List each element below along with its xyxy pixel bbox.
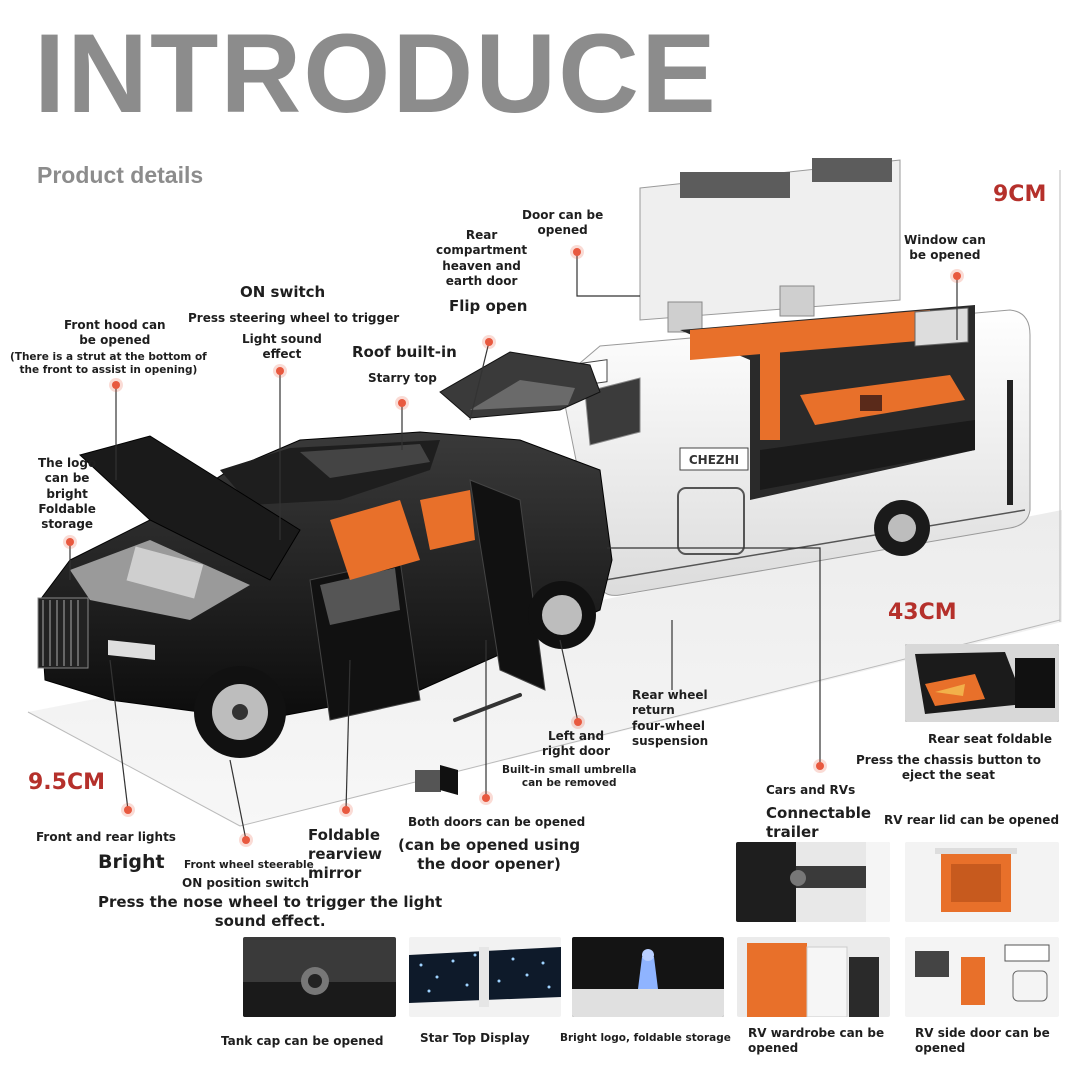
callout-dot — [342, 806, 350, 814]
callout-flip-open: Flip open — [449, 297, 528, 315]
callout-front-rear-lights: Front and rear lights — [36, 830, 176, 844]
rv-rear-lid-image — [905, 842, 1059, 922]
caption-star-top: Star Top Display — [420, 1031, 530, 1045]
thumb-tank-cap — [243, 937, 396, 1017]
callout-roof-built-in: Roof built-in — [352, 343, 457, 361]
callout-dot — [573, 248, 581, 256]
callout-both-doors: Both doors can be opened — [408, 815, 586, 829]
callout-dot — [816, 762, 824, 770]
rv-wardrobe-image — [737, 937, 890, 1017]
tank-cap-image — [243, 937, 396, 1017]
callout-starry-top: Starry top — [368, 371, 437, 385]
callout-bright: Bright — [98, 851, 165, 873]
callout-dot — [276, 367, 284, 375]
caption-bright-logo: Bright logo, foldable storage — [560, 1032, 731, 1044]
page-title: INTRODUCE — [34, 11, 718, 136]
callout-dot — [124, 806, 132, 814]
bright-logo-image — [572, 937, 724, 1017]
rv-trailer: CHEZHI — [559, 158, 1031, 596]
caption-tank-cap: Tank cap can be opened — [221, 1034, 384, 1048]
callout-dot — [242, 836, 250, 844]
thumb-bright-logo — [572, 937, 724, 1017]
callout-dot — [112, 381, 120, 389]
display-floor — [28, 510, 1062, 826]
caption-rv-rear-lid: RV rear lid can be opened — [884, 813, 1060, 827]
callout-on-position: ON position switch — [182, 876, 310, 890]
callout-press-nose-wheel: Press the nose wheel to trigger the ligh… — [98, 893, 443, 931]
thumb-star-top — [409, 937, 561, 1017]
rv-brand-badge: CHEZHI — [689, 453, 739, 467]
callout-dot — [953, 272, 961, 280]
thumb-rv-wardrobe — [737, 937, 890, 1017]
caption-rear-seat: Rear seat foldable — [928, 732, 1052, 746]
thumb-connectable-trailer — [736, 842, 890, 922]
dimension-rv-height: 9CM — [993, 182, 1047, 207]
thumb-rv-rear-lid — [905, 842, 1059, 922]
callout-dot — [485, 338, 493, 346]
suv-car — [37, 351, 613, 795]
callout-dot — [482, 794, 490, 802]
callout-on-switch: ON switch — [240, 283, 326, 301]
callout-press-steering: Press steering wheel to trigger — [188, 311, 400, 325]
callout-cars-rvs: Cars and RVs — [766, 783, 856, 797]
star-top-image — [409, 937, 561, 1017]
thumb-rear-seat — [905, 644, 1059, 722]
callout-front-wheel-steer: Front wheel steerable — [184, 859, 314, 871]
rv-side-door-image — [905, 937, 1059, 1017]
trailer-hitch-image — [736, 842, 890, 922]
dimension-car-height: 9.5CM — [28, 770, 106, 795]
callout-dot — [66, 538, 74, 546]
callout-dot — [574, 718, 582, 726]
rear-seat-image — [905, 644, 1059, 722]
page-subtitle: Product details — [37, 162, 204, 188]
callout-dot — [398, 399, 406, 407]
thumb-rv-side-door — [905, 937, 1059, 1017]
dimension-length: 43CM — [888, 600, 957, 625]
callout-leader-lines — [69, 252, 958, 841]
